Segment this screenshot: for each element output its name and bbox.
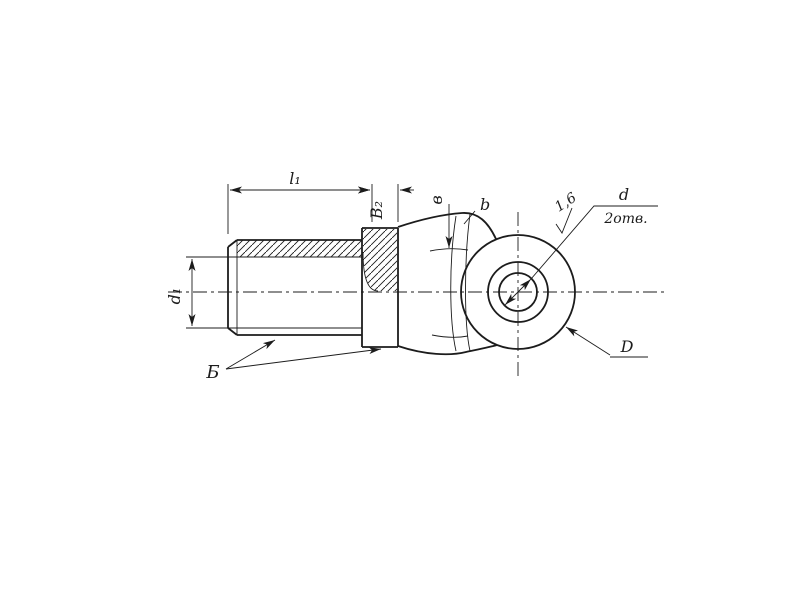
label-D: D <box>620 337 634 356</box>
dimension-d1: d₁ <box>165 256 232 329</box>
flange-outline <box>361 227 399 348</box>
intersection-curve-left <box>450 215 457 352</box>
leader-hole-d: d 2отв. <box>504 185 658 306</box>
leader-line <box>530 205 658 280</box>
flat-face-edge-bottom <box>431 334 469 338</box>
leader-B-note: Б <box>205 339 382 383</box>
label-hole-count: 2отв. <box>603 211 647 227</box>
dimension-v: в <box>427 195 453 248</box>
label-roughness: 1,6 <box>552 190 579 216</box>
label-B-note: Б <box>205 362 219 383</box>
eye-outer-circle <box>460 234 576 350</box>
thread-section-hatch <box>237 240 362 257</box>
eye-boss-circle <box>487 261 549 323</box>
label-v: в <box>427 195 446 204</box>
label-d1: d₁ <box>165 288 184 305</box>
eye-hole-circle <box>498 272 538 312</box>
label-d: d <box>619 185 629 204</box>
intersection-curve-right <box>465 213 471 352</box>
eye <box>460 234 576 350</box>
label-l1: l₁ <box>289 169 301 188</box>
dimension-l1: l₁ <box>227 169 373 234</box>
flange-section-hatch <box>363 229 397 291</box>
dimension-B2: В₂ <box>356 184 414 222</box>
dimension-b: b <box>463 195 490 225</box>
roughness-mark: 1,6 <box>552 190 580 234</box>
shank-outline <box>227 239 362 336</box>
flat-face-edge-top <box>429 248 469 252</box>
label-B2: В₂ <box>367 201 386 220</box>
roughness-check-icon <box>555 207 573 234</box>
flange-fillet <box>362 251 379 292</box>
label-b: b <box>480 195 490 214</box>
neck-outline <box>397 212 498 356</box>
leader-D: D <box>565 326 648 358</box>
